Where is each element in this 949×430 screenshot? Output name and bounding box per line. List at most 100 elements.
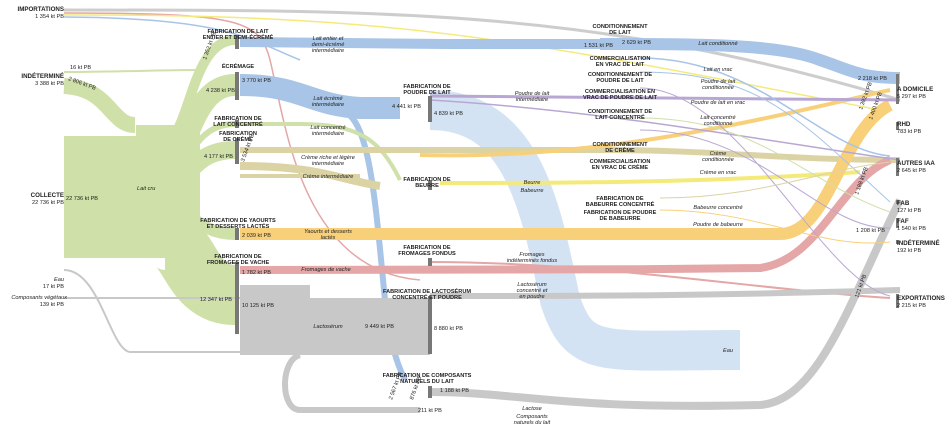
flow-fromages-grey: [240, 285, 310, 355]
fv-4238: 4 238 kt PB: [206, 88, 235, 94]
label-eau: Eau: [54, 277, 64, 283]
value-composants-vegetaux: 139 kt PB: [40, 302, 65, 308]
fv-1782: 1 782 kt PB: [242, 270, 271, 276]
value-indetermine-src: 3 388 kt PB: [35, 81, 64, 87]
flow-importations-yellow: [63, 14, 881, 111]
value-eau: 17 kt PB: [43, 284, 64, 290]
fv-12347: 12 347 kt PB: [200, 297, 232, 303]
proc-lait-entier-l2: ENTIER ET DEMI-ÉCRÉMÉ: [203, 33, 274, 41]
fv-16: 16 kt PB: [70, 65, 91, 71]
flow-poudre-purple2: [429, 99, 901, 161]
bar-creme: [235, 138, 239, 164]
flows: [63, 8, 904, 413]
fl-beurre: Beurre: [524, 180, 541, 186]
flow-fromages-red: [239, 156, 892, 274]
flow-creme-to-beurre: [239, 162, 381, 190]
dest-rhd-value: 783 kt PB: [897, 129, 922, 135]
bar-dest-export: [896, 294, 899, 308]
fv-4839: 4 839 kt PB: [434, 111, 463, 117]
bar-dest-fab: [896, 200, 899, 204]
value-importations: 1 354 kt PB: [35, 14, 64, 20]
bar-poudre: [428, 96, 432, 122]
label-indetermine-src: INDÉTERMINÉ: [21, 72, 64, 80]
bar-dest-faf: [896, 218, 899, 228]
fv-2039: 2 039 kt PB: [242, 233, 271, 239]
bar-beurre: [428, 180, 432, 190]
flow-thin-6: [639, 57, 891, 157]
fl-fromages-vache: Fromages de vache: [301, 267, 350, 273]
fl-lactose: Lactose: [522, 406, 542, 412]
flow-lait-ecreme: [239, 74, 400, 119]
source-labels: IMPORTATIONS 1 354 kt PB INDÉTERMINÉ 3 3…: [11, 6, 67, 308]
proc-lait-entier-l1: FABRICATION DE LAIT: [207, 29, 269, 35]
flow-importations-top: [63, 8, 901, 102]
flow-collecte-block: [64, 136, 136, 258]
fv-4177: 4 177 kt PB: [204, 154, 233, 160]
fl-eau: Eau: [723, 348, 733, 354]
flow-poudre-lightblue: [429, 90, 741, 371]
flow-to-concentre: [164, 121, 236, 178]
dest-a-domicile: A DOMICILE: [897, 86, 933, 93]
flow-lait-entier-interm: [239, 37, 600, 49]
fv-3770: 3 770 kt PB: [242, 78, 271, 84]
bar-dest-rhd: [896, 122, 899, 130]
fv-2629: 2 629 kt PB: [622, 40, 651, 46]
fl-babeurre: Babeurre: [520, 188, 543, 194]
fv-10125: 10 125 kt PB: [242, 303, 274, 309]
fv-9449: 9 449 kt PB: [365, 324, 394, 330]
flow-thin-4: [659, 209, 891, 244]
flow-thin-2: [639, 117, 891, 213]
fv-2218: 2 218 kt PB: [858, 76, 887, 82]
fl-poudre-babeurre: Poudre de babeurre: [693, 222, 743, 228]
bar-dest-autres: [896, 158, 899, 176]
bar-yaourts: [235, 228, 239, 240]
flow-to-fromages: [154, 210, 239, 325]
dest-exportations: EXPORTATIONS: [897, 295, 945, 302]
fv-4441: 4 441 kt PB: [392, 104, 421, 110]
dest-faf: FAF: [897, 218, 909, 225]
flow-lait-conditionne: [599, 38, 901, 84]
dest-autres-iaa-value: 2 645 kt PB: [897, 168, 926, 174]
flow-poudre-purple: [429, 94, 901, 102]
bar-composants: [428, 386, 432, 398]
label-collecte: COLLECTE: [31, 192, 64, 199]
flow-to-lait-entier: [163, 35, 236, 145]
flow-lactoserum-poudre: [429, 287, 901, 299]
flow-indetermine-2806: [63, 78, 137, 133]
dest-fab: FAB: [897, 200, 910, 207]
flow-creme-tan: [239, 146, 901, 163]
fv-211: 211 kt PB: [418, 408, 442, 414]
flow-to-yaourts: [164, 199, 236, 240]
flow-thin-1: [639, 71, 891, 203]
dest-faf-value: 1 540 kt PB: [897, 226, 926, 232]
flow-concentre-interm: [240, 122, 402, 181]
bar-dest-a-domicile: [896, 74, 899, 104]
flow-yaourts: [240, 99, 894, 241]
